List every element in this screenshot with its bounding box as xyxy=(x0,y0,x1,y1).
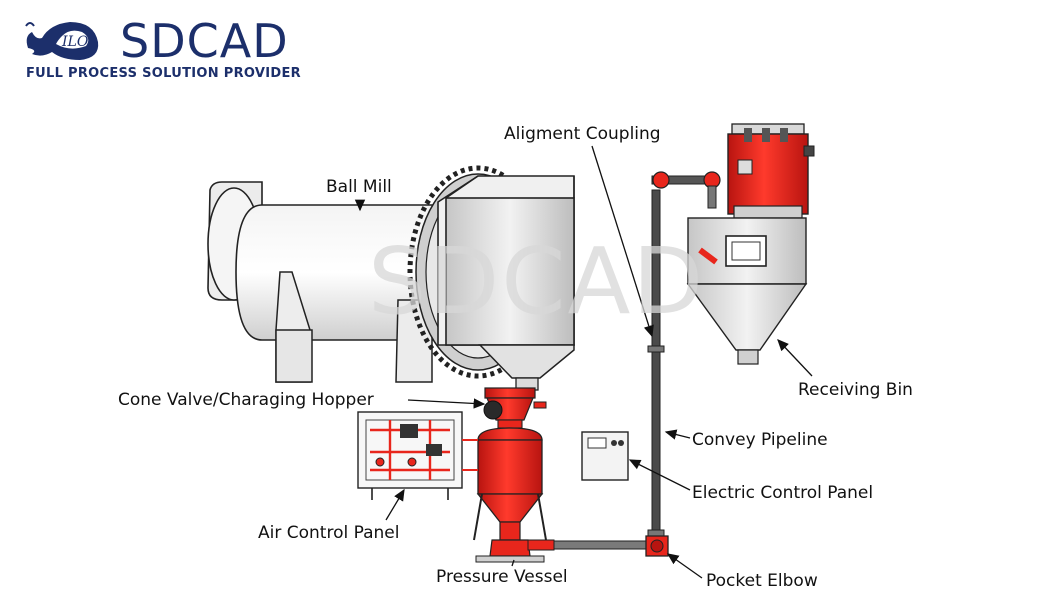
label-pressure-vessel: Pressure Vessel xyxy=(436,567,568,587)
label-cone-valve: Cone Valve/Charaging Hopper xyxy=(118,390,374,410)
arrow-cone-valve xyxy=(407,398,486,409)
label-receiving-bin: Receiving Bin xyxy=(798,380,913,400)
receiving-bin xyxy=(686,123,815,365)
air-control-panel xyxy=(357,411,478,500)
label-pocket-elbow: Pocket Elbow xyxy=(706,571,818,591)
svg-text:ILO: ILO xyxy=(61,34,89,50)
whale-logo-icon: ILO xyxy=(25,22,99,60)
label-alignment-coupling: Aligment Coupling xyxy=(504,124,661,144)
pocket-elbow xyxy=(645,535,669,557)
arrow-alignment-coupling xyxy=(591,145,654,338)
pressure-vessel xyxy=(473,427,555,563)
arrow-receiving-bin xyxy=(777,339,813,377)
brand-logo: ILO SDCAD FULL PROCESS SOLUTION PROVIDER xyxy=(22,14,322,84)
brand-tagline: FULL PROCESS SOLUTION PROVIDER xyxy=(26,66,301,81)
electric-control-panel xyxy=(581,431,629,481)
arrow-air-panel xyxy=(385,488,405,521)
arrow-electric-panel xyxy=(628,459,691,491)
cone-valve-hopper xyxy=(483,387,547,429)
arrow-pressure-vessel xyxy=(511,559,515,567)
label-ball-mill: Ball Mill xyxy=(326,177,392,197)
arrow-pocket-elbow xyxy=(666,553,703,579)
arrow-convey-pipeline xyxy=(664,429,691,440)
label-convey-pipeline: Convey Pipeline xyxy=(692,430,828,450)
watermark: SDCAD xyxy=(368,228,706,335)
leader-arrows xyxy=(354,145,813,579)
label-air-control-panel: Air Control Panel xyxy=(258,523,400,543)
label-electric-control-panel: Electric Control Panel xyxy=(692,483,874,503)
ball-mill xyxy=(207,165,575,391)
brand-name: SDCAD xyxy=(120,14,289,68)
